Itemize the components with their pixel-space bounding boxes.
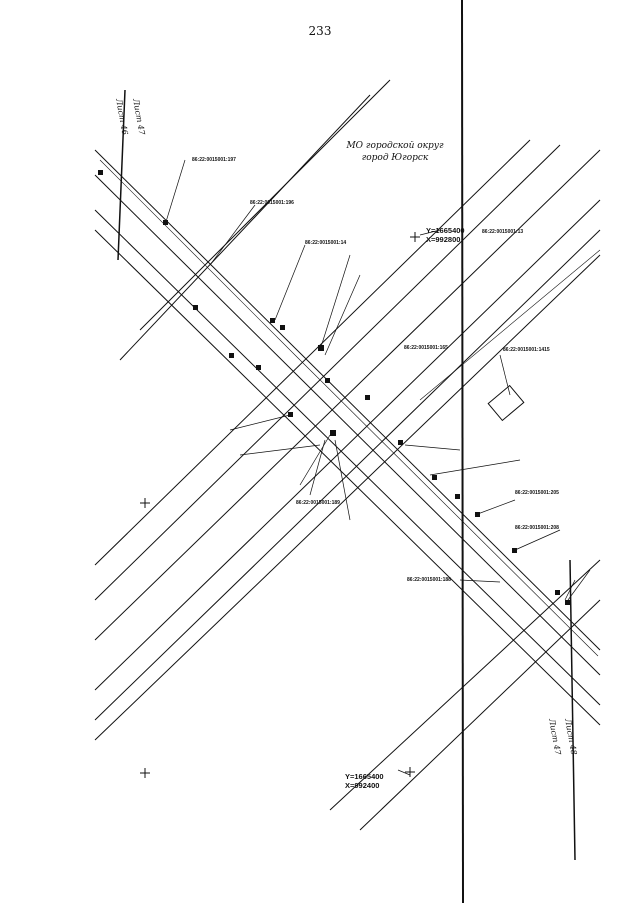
- parcel-label: 86:22:0015001:14: [305, 240, 347, 246]
- parcel-label: 86:22:0015001:188: [407, 577, 451, 583]
- parcel-label: 86:22:0015001:13: [482, 229, 524, 235]
- municipality-line-1: МО городской округ: [346, 141, 444, 151]
- parcel-markers: [98, 170, 570, 605]
- coordinate-label-upper: Y=1665400 X=992800: [426, 226, 465, 244]
- coordinate-upper-y: Y=1665400: [426, 226, 465, 235]
- page-border-line: [461, 0, 464, 903]
- building-outline: [487, 384, 525, 422]
- parcel-label: 86:22:0015001:208: [515, 525, 559, 531]
- parcel-label: 86:22:0015001:189: [296, 500, 340, 506]
- road-diagonal-sw-ne: [94, 79, 601, 831]
- municipality-line-2: город Югорск: [361, 153, 429, 163]
- sheet-boundary-bottom: [569, 559, 576, 861]
- municipality-label: МО городской округ город Югорск: [330, 140, 460, 164]
- coordinate-upper-x: X=992800: [426, 235, 461, 244]
- coordinate-label-lower: Y=1665400 X=992400: [345, 772, 384, 790]
- leader-lines: [164, 159, 591, 776]
- parcel-label: 86:22:0015001:196: [250, 200, 294, 206]
- road-diagonal-nw-se: [94, 149, 601, 726]
- coordinate-lower-x: X=992400: [345, 781, 380, 790]
- parcel-label: 86:22:0015001:1415: [503, 347, 550, 353]
- parcel-label: 86:22:0015001:205: [515, 490, 559, 496]
- sheet-boundary-top: [117, 89, 126, 261]
- page-number: 233: [308, 24, 332, 38]
- coordinate-lower-y: Y=1665400: [345, 772, 384, 781]
- parcel-label: 86:22:0015001:197: [192, 157, 236, 163]
- parcel-label: 86:22:0015001:165: [404, 345, 448, 351]
- grid-crosses: [140, 232, 420, 778]
